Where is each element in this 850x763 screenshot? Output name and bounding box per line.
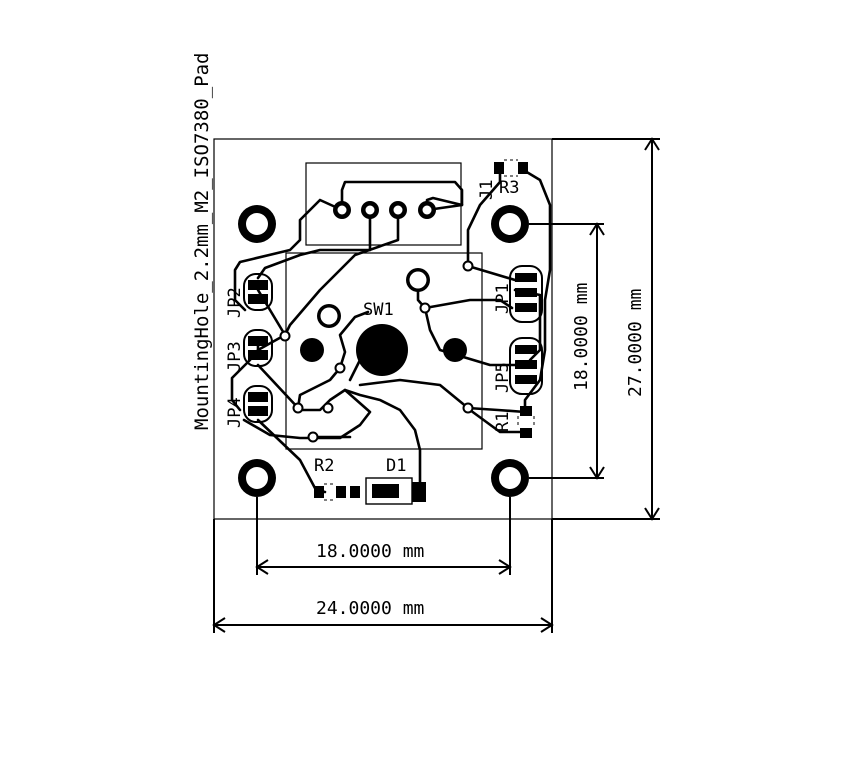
ref-d1: D1 xyxy=(386,456,406,476)
ref-r2: R2 xyxy=(314,456,334,476)
jumper-jp5 xyxy=(509,337,543,395)
mounting-hole-top-left xyxy=(238,205,276,243)
resistor-r3 xyxy=(494,159,528,177)
ref-j1: J1 xyxy=(477,180,497,200)
ref-jp1: JP1 xyxy=(493,283,513,314)
ref-r3: R3 xyxy=(499,178,519,198)
ref-jp5: JP5 xyxy=(493,362,513,393)
dimension-height-holes xyxy=(529,222,605,480)
dimension-width-holes-label: 18.0000 mm xyxy=(316,541,424,562)
dimension-width-outer xyxy=(212,519,554,633)
mounting-hole-top-right xyxy=(491,205,529,243)
ref-jp3: JP3 xyxy=(225,341,245,372)
switch-outline xyxy=(285,252,483,450)
jumper-jp3 xyxy=(243,329,273,367)
jumper-jp2 xyxy=(243,273,273,311)
dimension-height-outer-label: 27.0000 mm xyxy=(625,289,646,397)
switch-pads xyxy=(300,268,467,376)
dimension-width-outer-label: 24.0000 mm xyxy=(316,598,424,619)
dimension-height-outer xyxy=(552,137,660,521)
ref-sw1: SW1 xyxy=(363,300,394,320)
footprint-name: MountingHole_2.2mm_M2_ISO7380_Pad xyxy=(191,53,213,431)
dimension-width-holes xyxy=(255,497,512,575)
ref-r1: R1 xyxy=(493,412,513,432)
mounting-hole-bottom-left xyxy=(238,459,276,497)
vias xyxy=(279,260,474,443)
mounting-hole-bottom-right xyxy=(491,459,529,497)
ref-jp2: JP2 xyxy=(225,287,245,318)
resistor-r2 xyxy=(314,483,346,501)
connector-pads xyxy=(333,201,436,219)
copper-traces xyxy=(230,166,552,494)
ref-jp4: JP4 xyxy=(225,397,245,428)
resistor-r1 xyxy=(517,406,535,438)
jumper-jp1 xyxy=(509,265,543,323)
board-outline xyxy=(213,138,553,520)
dimension-height-holes-label: 18.0000 mm xyxy=(571,283,592,391)
diode-d1 xyxy=(350,477,426,505)
jumper-jp4 xyxy=(243,385,273,423)
